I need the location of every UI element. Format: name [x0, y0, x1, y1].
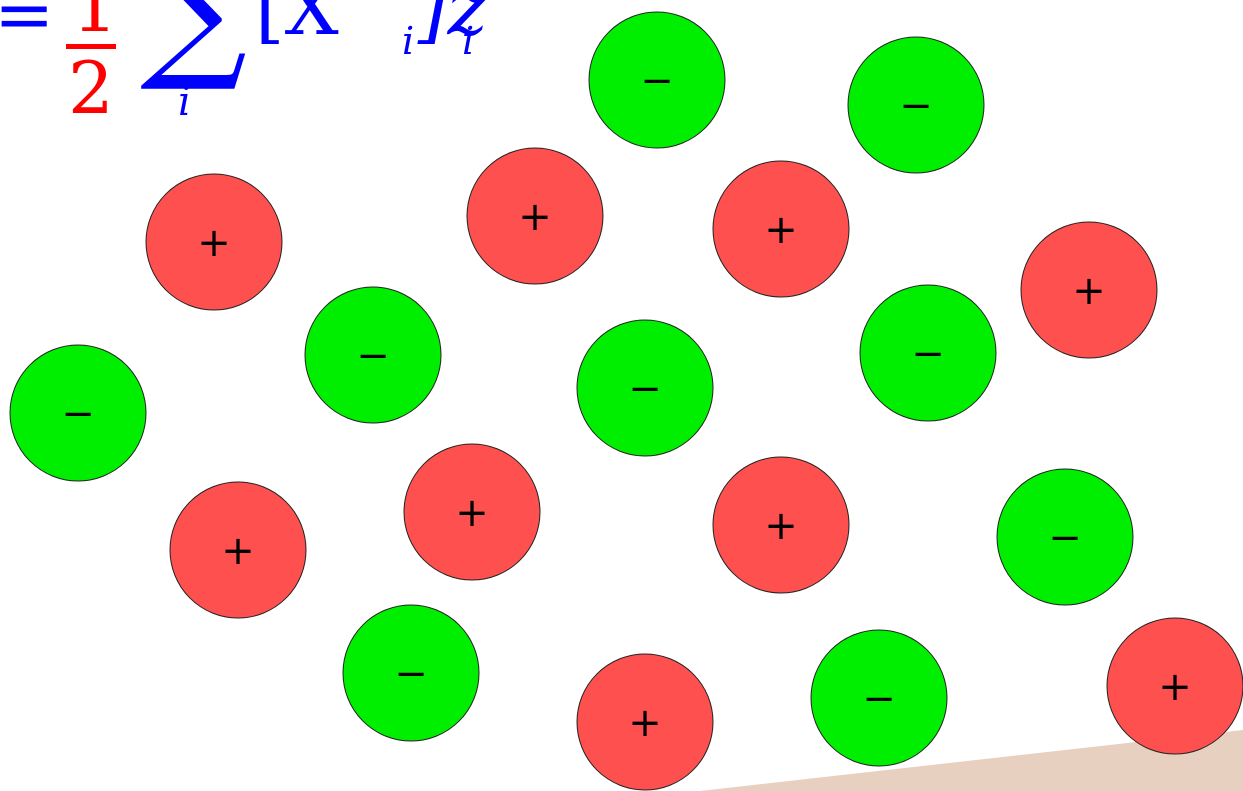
cation-circle [712, 160, 850, 298]
minus-sign-label: − [61, 391, 95, 437]
minus-sign-label: − [356, 333, 390, 379]
plus-sign-label: + [455, 490, 489, 536]
formula-numerator: 1 [72, 0, 118, 48]
formula-concentration: [X [255, 0, 339, 52]
plus-sign-label: + [197, 220, 231, 266]
ionic-strength-formula: = 1 2 ∑ i [X i ]z i [0, 0, 520, 130]
cation-ion: + [1106, 617, 1243, 755]
cation-ion: + [576, 653, 714, 791]
cation-ion: + [145, 173, 283, 311]
formula-equals: = [0, 0, 55, 56]
plus-sign-label: + [1158, 664, 1192, 710]
anion-circle [342, 604, 480, 742]
cation-circle [576, 653, 714, 791]
cation-circle [169, 481, 307, 619]
cation-ion: + [466, 147, 604, 285]
anion-circle [859, 284, 997, 422]
anion-ion: − [810, 629, 948, 767]
formula-charge: ]z [418, 0, 488, 52]
plus-sign-label: + [221, 528, 255, 574]
formula-sum-sign: ∑ [140, 0, 248, 96]
anion-ion: − [996, 468, 1134, 606]
minus-sign-label: − [1048, 515, 1082, 561]
anion-ion: − [859, 284, 997, 422]
minus-sign-label: − [862, 676, 896, 722]
cation-ion: + [169, 481, 307, 619]
formula-concentration-subscript: i [402, 19, 415, 63]
formula-fraction-bar [66, 44, 116, 49]
anion-ion: − [342, 604, 480, 742]
anion-circle [810, 629, 948, 767]
cation-ion: + [712, 160, 850, 298]
cation-ion: + [403, 443, 541, 581]
plus-sign-label: + [1072, 268, 1106, 314]
formula-denominator: 2 [68, 46, 114, 130]
cation-circle [1106, 617, 1243, 755]
minus-sign-label: − [911, 331, 945, 377]
plus-sign-label: + [628, 700, 662, 746]
anion-ion: − [847, 36, 985, 174]
anion-ion: − [9, 344, 147, 482]
cation-circle [403, 443, 541, 581]
anion-circle [9, 344, 147, 482]
cation-circle [145, 173, 283, 311]
anion-ion: − [304, 286, 442, 424]
anion-circle [576, 319, 714, 457]
minus-sign-label: − [640, 58, 674, 104]
formula-sum-index: i [178, 79, 191, 125]
minus-sign-label: − [394, 651, 428, 697]
plus-sign-label: + [518, 194, 552, 240]
formula-charge-subscript: i [462, 19, 475, 63]
anion-ion: − [588, 11, 726, 149]
anion-circle [304, 286, 442, 424]
plus-sign-label: + [764, 207, 798, 253]
cation-circle [1020, 221, 1158, 359]
cation-ion: + [1020, 221, 1158, 359]
anion-circle [588, 11, 726, 149]
anion-circle [996, 468, 1134, 606]
cation-circle [712, 456, 850, 594]
plus-sign-label: + [764, 503, 798, 549]
ion-group: − − + + + + − − − − + + + − − + − + [9, 11, 1243, 791]
floor-wedge [700, 730, 1243, 791]
minus-sign-label: − [899, 83, 933, 129]
minus-sign-label: − [628, 366, 662, 412]
anion-circle [847, 36, 985, 174]
cation-ion: + [712, 456, 850, 594]
anion-ion: − [576, 319, 714, 457]
cation-circle [466, 147, 604, 285]
